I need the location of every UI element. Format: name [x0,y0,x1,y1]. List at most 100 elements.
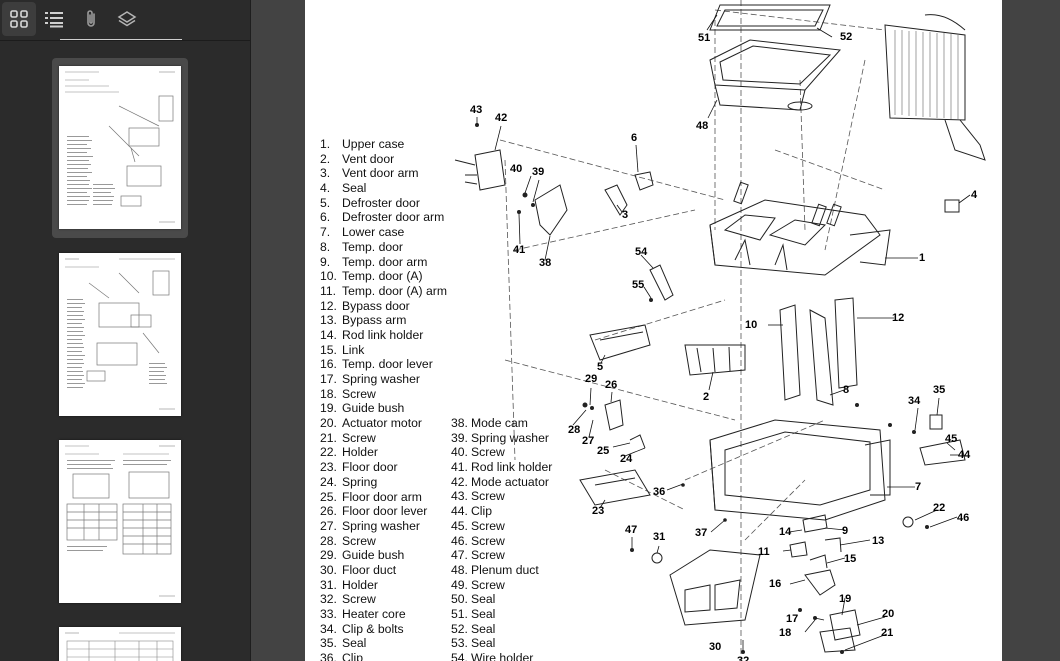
legend-item-number: 33. [320,607,337,621]
callout-number: 48 [696,120,709,132]
list-icon [45,12,63,28]
legend-item-label: Defroster door arm [342,210,445,225]
legend-item-number: 46. [451,533,468,548]
legend-item: 13.Bypass arm [320,313,447,328]
legend-item: 8. Temp. door [320,240,447,255]
legend-item-label: Actuator motor [342,416,422,431]
callout-number: 9 [842,525,849,537]
legend-item-label: Temp. door arm [342,254,428,269]
thumbnail-page-2[interactable] [52,245,188,425]
callout-number: 37 [695,527,708,539]
legend-item-label: Spring washer [342,372,420,386]
legend-item: 30. Floor duct [320,563,447,578]
legend-item: 9. Temp. door arm [320,255,447,270]
thumbnail-page-1[interactable] [52,58,188,238]
legend-item-number: 44. [451,504,468,519]
legend-item-label: Mode actuator [471,474,549,489]
callout-number: 55 [632,279,645,291]
legend-item: 44.Clip [451,504,552,519]
legend-item-number: 18. [320,386,337,401]
callout-number: 28 [568,424,581,436]
legend-item: 5.Defroster door [320,196,447,211]
legend-item-number: 19. [320,401,337,416]
legend-item: 48.Plenum duct [451,563,552,578]
legend-item-number: 40. [451,445,468,460]
legend-item-label: Bypass arm [342,313,407,328]
legend-item: 19. Guide bush [320,401,447,416]
exploded-view-diagram [454,0,986,660]
legend-item: 51.Seal [451,607,552,622]
legend-item-label: Guide bush [342,401,405,416]
legend-item-number: 6. [320,210,331,225]
sidebar-toolbar [0,0,250,41]
callout-number: 22 [933,502,946,514]
legend-item-label: Heater core [342,607,406,621]
legend-item: 14.Rod link holder [320,328,447,343]
legend-item-number: 7. [320,225,331,240]
legend-item-number: 41. [451,460,468,475]
attachments-button[interactable] [74,2,108,36]
layers-button[interactable] [110,2,144,36]
legend-item: 22.Holder [320,445,447,460]
legend-item: 33. Heater core [320,607,447,622]
legend-item: 43.Screw [451,489,552,504]
legend-item: 1.Upper case [320,137,447,152]
legend-item-number: 9. [320,254,331,269]
legend-item-label: Temp. door (A) arm [342,283,447,298]
legend-item-label: Floor door [342,460,398,475]
legend-item-number: 17. [320,372,337,386]
thumbnail-sidebar [0,0,251,661]
legend-item-label: Screw [342,533,376,548]
legend-item-label: Floor duct [342,562,397,577]
outline-button[interactable] [37,2,71,36]
thumbnail-page-4[interactable] [52,619,188,661]
legend-item: 25.Floor door arm [320,490,447,505]
legend-item-number: 8. [320,239,331,254]
callout-number: 15 [844,553,857,565]
thumbnail-page-3[interactable] [52,432,188,612]
legend-item: 49.Screw [451,578,552,593]
legend-item: 38.Mode cam [451,416,552,431]
legend-item: 54.Wire holder [451,651,552,661]
legend-item-label: Clip [471,504,492,519]
callout-number: 52 [840,31,853,43]
legend-item: 16. Temp. door lever [320,357,447,372]
page-thumbnail-image [59,253,181,416]
legend-item: 2.Vent door [320,152,447,167]
legend-item-label: Holder [342,577,378,592]
legend-item-number: 30. [320,562,337,577]
legend-item-number: 28. [320,533,337,548]
legend-item: 34.Clip & bolts [320,622,447,637]
legend-item-label: Floor door lever [342,504,428,519]
legend-item-label: Guide bush [342,548,405,563]
legend-item-number: 4. [320,181,331,196]
callout-number: 38 [539,257,552,269]
legend-item-label: Screw [342,386,376,401]
legend-item-label: Vent door [342,151,395,166]
callout-number: 13 [872,535,885,547]
callout-number: 7 [915,481,922,493]
callout-number: 34 [908,395,921,407]
grid-view-button[interactable] [2,2,36,36]
legend-item-number: 43. [451,489,468,504]
legend-item: 24.Spring [320,475,447,490]
active-tab-indicator [60,39,182,40]
legend-item-label: Screw [342,430,376,445]
legend-item: 41.Rod link holder [451,460,552,475]
legend-item-number: 16. [320,357,337,372]
legend-item-label: Wire holder [471,651,534,661]
legend-item-label: Screw [471,577,505,592]
legend-item-label: Link [342,342,365,357]
page-thumbnail-image [59,66,181,229]
legend-item-label: Temp. door lever [342,357,433,372]
callout-number: 40 [510,163,523,175]
callout-number: 16 [769,578,782,590]
legend-item: 36.Clip [320,651,447,661]
callout-number: 32 [737,655,750,661]
legend-item-number: 38. [451,416,468,430]
legend-item: 7.Lower case [320,225,447,240]
legend-item: 29.Guide bush [320,548,447,563]
legend-item: 17. Spring washer [320,372,447,387]
legend-item-label: Temp. door [342,239,403,254]
legend-item-number: 25. [320,489,337,504]
